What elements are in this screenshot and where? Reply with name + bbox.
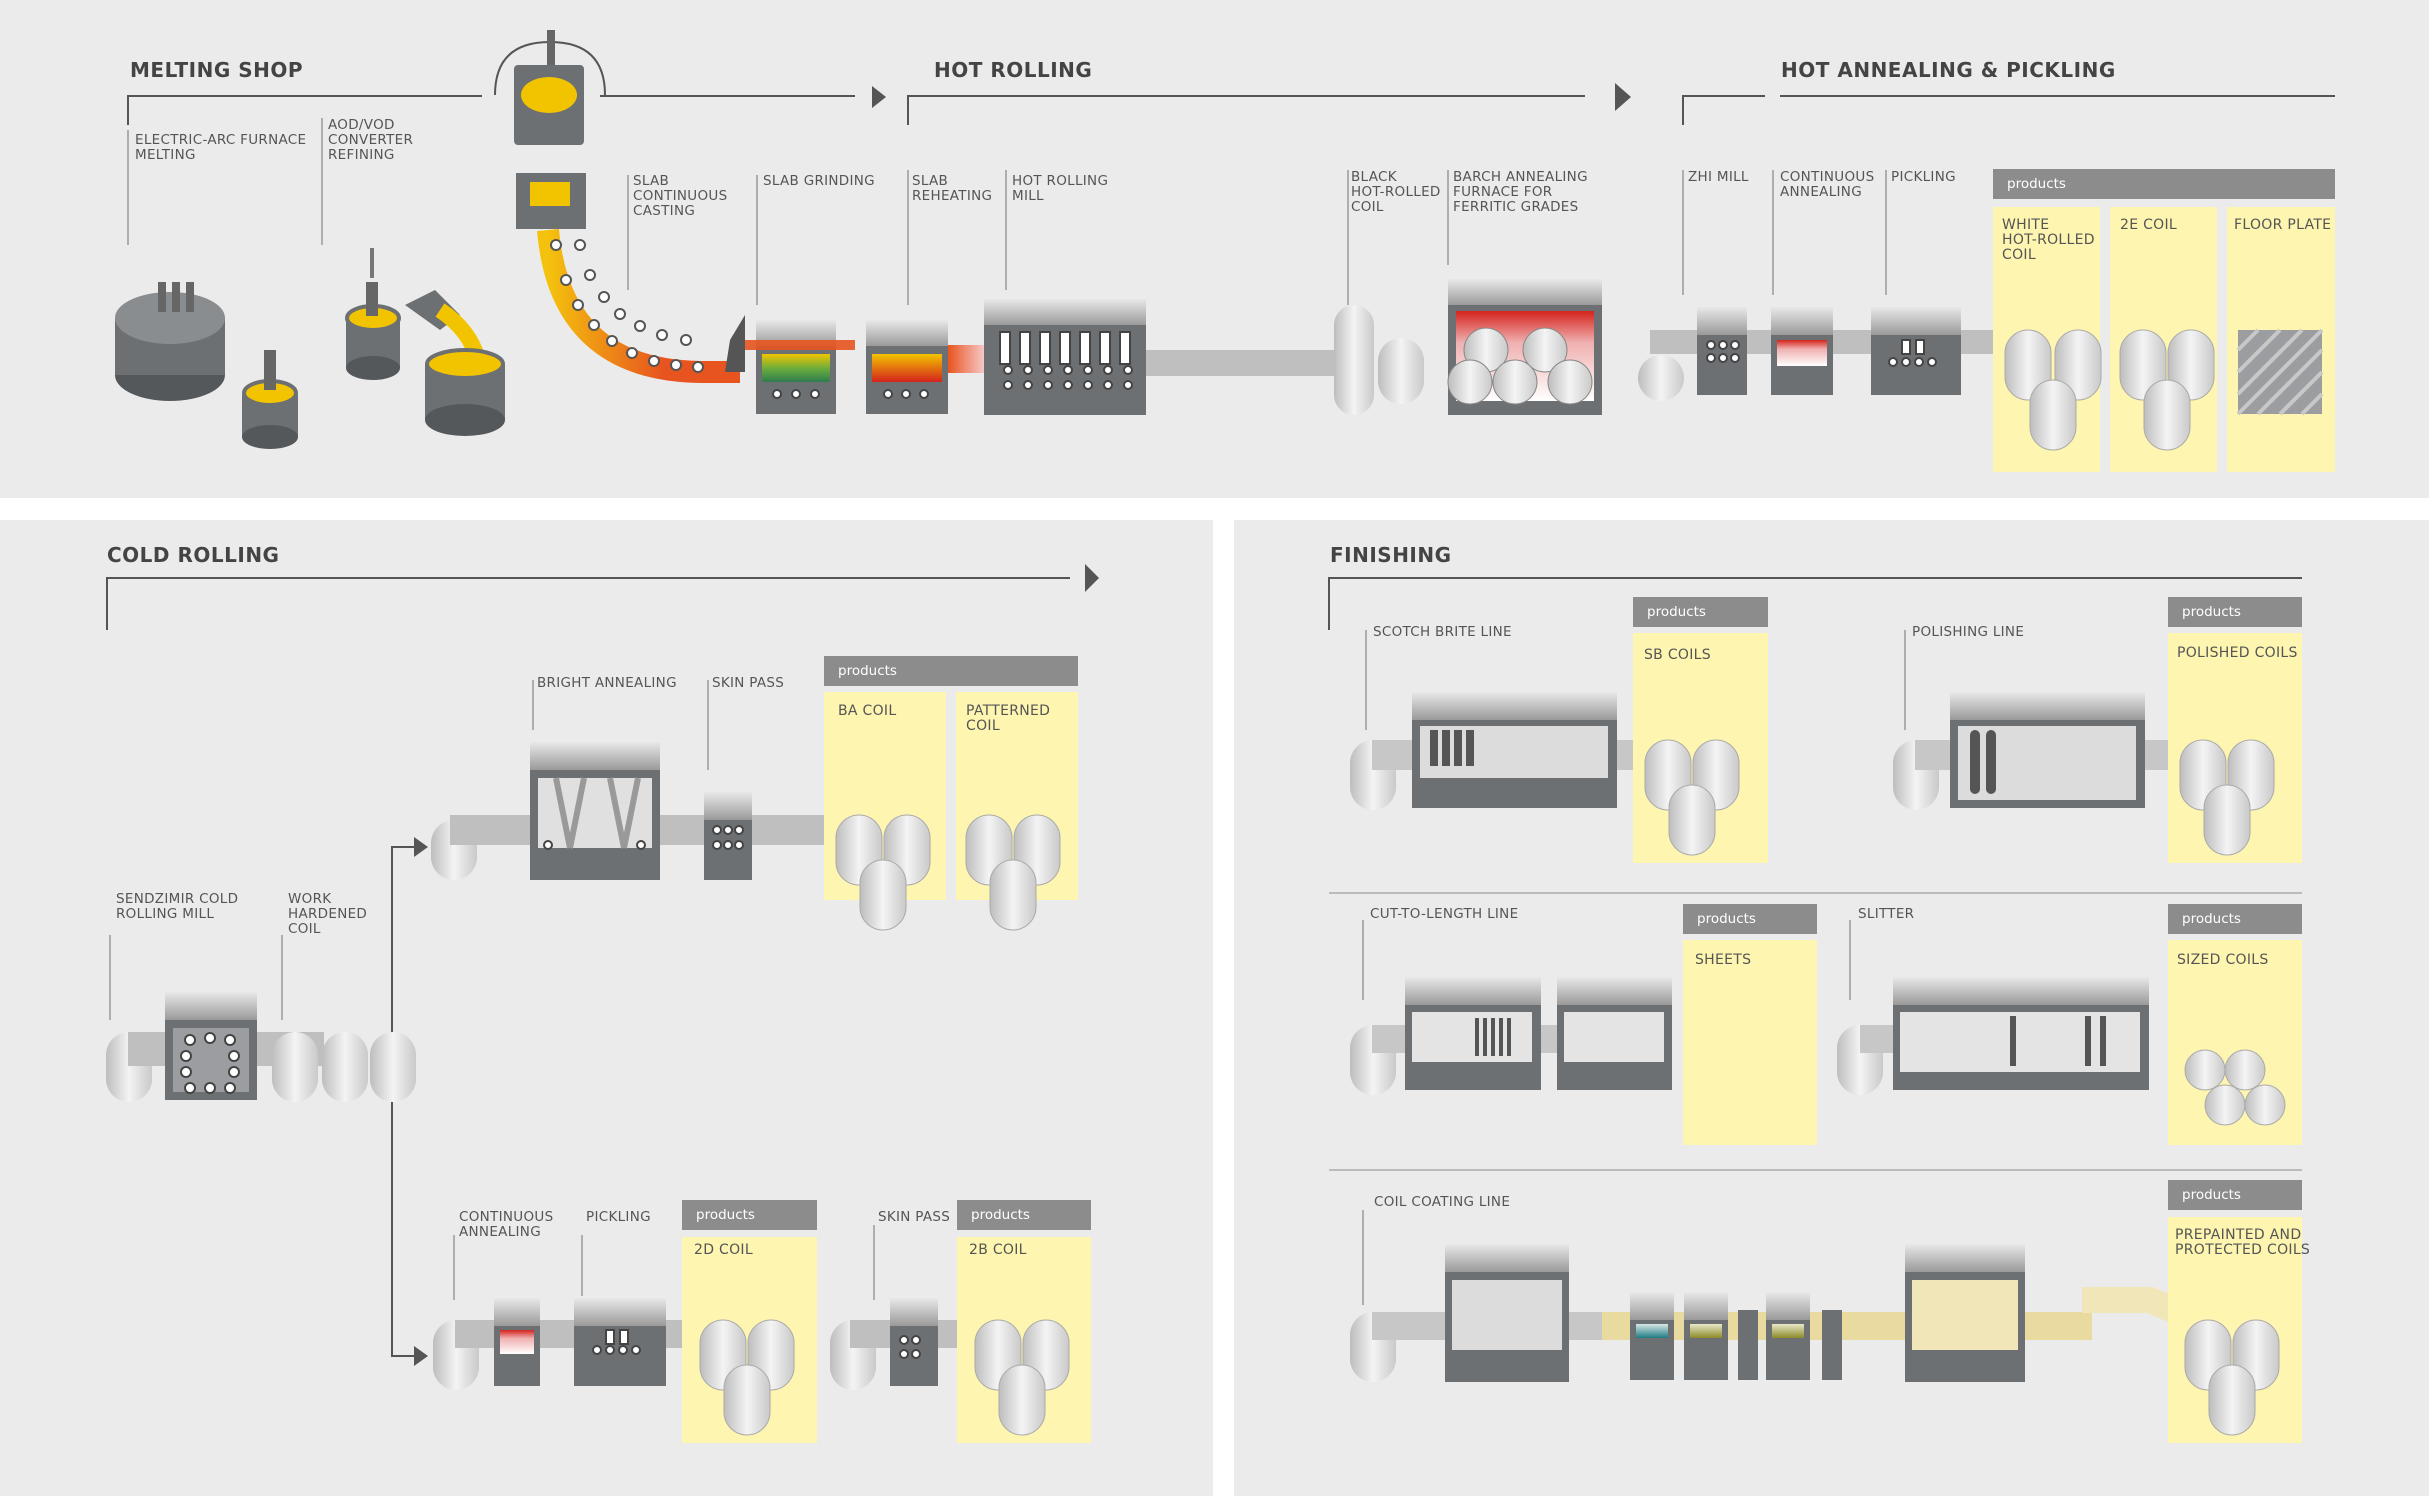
furnace-box-icon — [494, 1296, 540, 1386]
flow-arrow-icon — [414, 1346, 428, 1366]
flow-arrow-icon — [1615, 83, 1631, 111]
ladle-icon — [494, 30, 606, 229]
products-header: products — [824, 656, 1078, 686]
label-hot-rolling-mill: HOT ROLLING MILL — [1012, 173, 1109, 204]
skin-pass-icon — [890, 1296, 938, 1386]
scotch-brite-icon — [1412, 690, 1617, 808]
pickling-icon — [1871, 305, 1961, 395]
products-header: products — [1633, 597, 1768, 627]
section-title-cold-rolling: COLD ROLLING — [107, 543, 280, 567]
product-2b-coil: 2B COIL — [969, 1242, 1027, 1258]
label-pickling-hot: PICKLING — [1891, 169, 1956, 185]
ladle-icon — [242, 350, 298, 449]
label-zhi-mill: ZHI MILL — [1688, 169, 1749, 185]
furnace-box-icon — [1771, 305, 1833, 395]
product-prepainted: PREPAINTED AND PROTECTED COILS — [2175, 1227, 2311, 1258]
cut-to-length-icon — [1405, 975, 1672, 1090]
product-box-sheets — [1683, 940, 1817, 1145]
products-header: products — [2168, 1180, 2302, 1210]
product-sized-coils: SIZED COILS — [2177, 952, 2269, 968]
product-floor-plate: FLOOR PLATE — [2234, 217, 2332, 233]
ladle-icon — [425, 348, 505, 436]
melting-bracket — [106, 95, 2335, 630]
label-sendzimir: SENDZIMIR COLD ROLLING MILL — [116, 891, 239, 922]
label-scotch-brite: SCOTCH BRITE LINE — [1373, 624, 1512, 640]
label-slab-grinding: SLAB GRINDING — [763, 173, 875, 189]
products-header: products — [2168, 904, 2302, 934]
label-skin-pass-bottom: SKIN PASS — [878, 1209, 951, 1225]
flow-arrow-icon — [1085, 564, 1099, 592]
label-black-coil: BLACK HOT-ROLLED COIL — [1351, 169, 1441, 215]
label-eaf: ELECTRIC-ARC FURNACE MELTING — [135, 132, 307, 163]
product-ba-coil: BA COIL — [838, 703, 897, 719]
coil-icon — [1334, 305, 1424, 415]
flow-arrow-icon — [414, 837, 428, 857]
product-polished-coils: POLISHED COILS — [2177, 645, 2298, 661]
furnace-box-icon — [866, 318, 984, 414]
mill-icon — [165, 990, 257, 1100]
label-cut-to-length: CUT-TO-LENGTH LINE — [1370, 906, 1519, 922]
coil-coating-icon — [1445, 1242, 2226, 1382]
label-aod: AOD/VOD CONVERTER REFINING — [328, 117, 414, 163]
label-slab-reheating: SLAB REHEATING — [912, 173, 993, 204]
section-title-finishing: FINISHING — [1330, 543, 1452, 567]
label-slitter: SLITTER — [1858, 906, 1915, 922]
furnace-box-icon — [1447, 277, 1602, 415]
label-slab-casting: SLAB CONTINUOUS CASTING — [633, 173, 728, 219]
products-header: products — [1993, 169, 2335, 199]
label-polishing: POLISHING LINE — [1912, 624, 2025, 640]
floor-plate-icon — [2236, 328, 2324, 416]
product-sb-coils: SB COILS — [1644, 647, 1711, 663]
label-skin-pass-top: SKIN PASS — [712, 675, 785, 691]
label-pickling-cold: PICKLING — [586, 1209, 651, 1225]
products-header: products — [957, 1200, 1091, 1230]
coil-icon — [272, 1032, 416, 1102]
caster-icon — [537, 229, 745, 383]
section-title-hot-annealing: HOT ANNEALING & PICKLING — [1781, 58, 2116, 82]
products-header: products — [2168, 597, 2302, 627]
product-2d-coil: 2D COIL — [694, 1242, 753, 1258]
label-continuous-annealing-cold: CONTINUOUS ANNEALING — [459, 1209, 554, 1240]
label-barch-annealing: BARCH ANNEALING FURNACE FOR FERRITIC GRA… — [1453, 169, 1588, 215]
product-patterned-coil: PATTERNED COIL — [966, 703, 1051, 734]
slitter-icon — [1893, 975, 2149, 1090]
coil-icon — [1638, 355, 1684, 401]
skin-pass-icon — [704, 790, 752, 880]
label-coil-coating: COIL COATING LINE — [1374, 1194, 1511, 1210]
section-title-melting-shop: MELTING SHOP — [130, 58, 304, 82]
product-sheets: SHEETS — [1695, 952, 1752, 968]
furnace-box-icon — [530, 740, 660, 880]
mill-icon — [984, 297, 1346, 415]
label-bright-annealing: BRIGHT ANNEALING — [537, 675, 677, 691]
furnace-icon — [115, 282, 225, 401]
product-2e-coil: 2E COIL — [2120, 217, 2178, 233]
polishing-icon — [1950, 690, 2145, 808]
products-header: products — [682, 1200, 817, 1230]
pickling-icon — [574, 1296, 666, 1386]
section-title-hot-rolling: HOT ROLLING — [934, 58, 1093, 82]
zhi-mill-icon — [1697, 305, 1747, 395]
flow-arrow-icon — [872, 86, 886, 108]
coil-icon — [699, 329, 2286, 1436]
product-white-coil: WHITE HOT-ROLLED COIL — [2002, 217, 2095, 263]
converter-icon — [345, 248, 486, 380]
products-header: products — [1683, 904, 1817, 934]
slab-grinding-icon — [745, 318, 855, 414]
label-continuous-annealing-hot: CONTINUOUS ANNEALING — [1780, 169, 1875, 200]
label-work-hardened: WORK HARDENED COIL — [288, 891, 368, 937]
